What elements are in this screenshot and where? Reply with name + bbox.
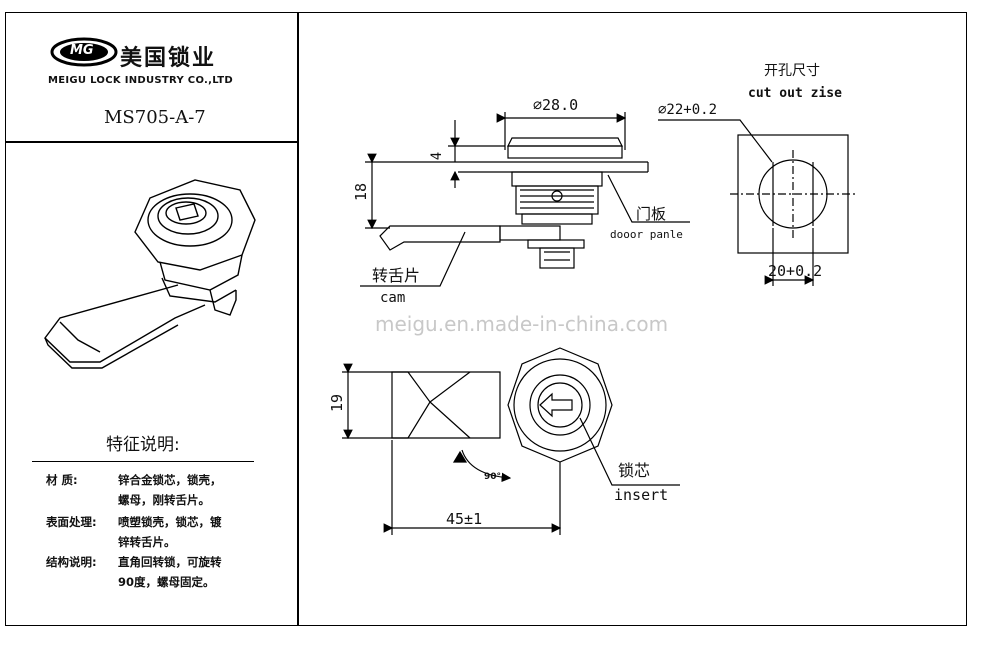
spec-value-finish-1: 喷塑锁壳，锁芯，镀: [118, 515, 222, 529]
cutout-view: [658, 119, 856, 286]
panel-divider: [297, 12, 299, 626]
title-block-divider: [5, 141, 298, 143]
dim-width-front: 19: [328, 393, 347, 413]
lock-body-outline: [134, 179, 256, 271]
cutout-width: 20+0.2: [768, 262, 823, 280]
cam-outline: [44, 284, 206, 363]
logo-ring-icon: [50, 37, 118, 67]
model-number: MS705-A-7: [104, 107, 206, 128]
brand-name-cn: 美国锁业: [120, 46, 217, 71]
logo-disc-icon: [60, 43, 108, 61]
cutout-title-en: cut out zise: [748, 86, 842, 101]
door-panel-cn: 门板: [636, 205, 667, 223]
lock-bezel: [147, 193, 233, 247]
logo-mark-text: MG: [70, 43, 94, 58]
watermark: meigu.en.made-in-china.com: [375, 312, 669, 336]
insert-arrow-icon: [539, 392, 573, 418]
dim-thickness: 4: [429, 151, 446, 161]
rotation-label: 90°: [484, 472, 502, 482]
drawing-frame: [5, 12, 967, 626]
side-view: [360, 112, 690, 287]
spec-value-finish-2: 锌转舌片。: [118, 535, 176, 549]
hex-nut: [507, 347, 613, 463]
door-panel-en: dooor panle: [610, 228, 683, 241]
dim-length: 45±1: [446, 510, 483, 528]
cam-label-en: cam: [380, 290, 406, 306]
brand-name-en: MEIGU LOCK INDUSTRY CO.,LTD: [48, 75, 233, 86]
spec-label-material: 材 质:: [46, 473, 78, 487]
spec-value-material-2: 螺母，刚转舌片。: [118, 493, 210, 507]
cam-label-cn: 转舌片: [372, 266, 421, 285]
cutout-diameter: ⌀22+0.2: [658, 102, 718, 118]
spec-label-finish: 表面处理:: [46, 515, 97, 529]
cutout-title-cn: 开孔尺寸: [764, 63, 820, 79]
spec-value-structure-1: 直角回转锁，可旋转: [118, 555, 222, 569]
insert-label-en: insert: [614, 486, 669, 504]
dim-height: 18: [352, 182, 371, 202]
dim-diameter-top: ⌀28.0: [533, 96, 579, 114]
spec-label-structure: 结构说明:: [46, 555, 97, 569]
features-title: 特征说明:: [106, 435, 180, 455]
spec-value-material-1: 锌合金锁芯，锁壳，: [118, 473, 222, 487]
front-view: [342, 347, 680, 535]
features-underline: [32, 461, 254, 462]
spec-value-structure-2: 90度，螺母固定。: [118, 575, 215, 589]
insert-label-cn: 锁芯: [618, 461, 651, 480]
